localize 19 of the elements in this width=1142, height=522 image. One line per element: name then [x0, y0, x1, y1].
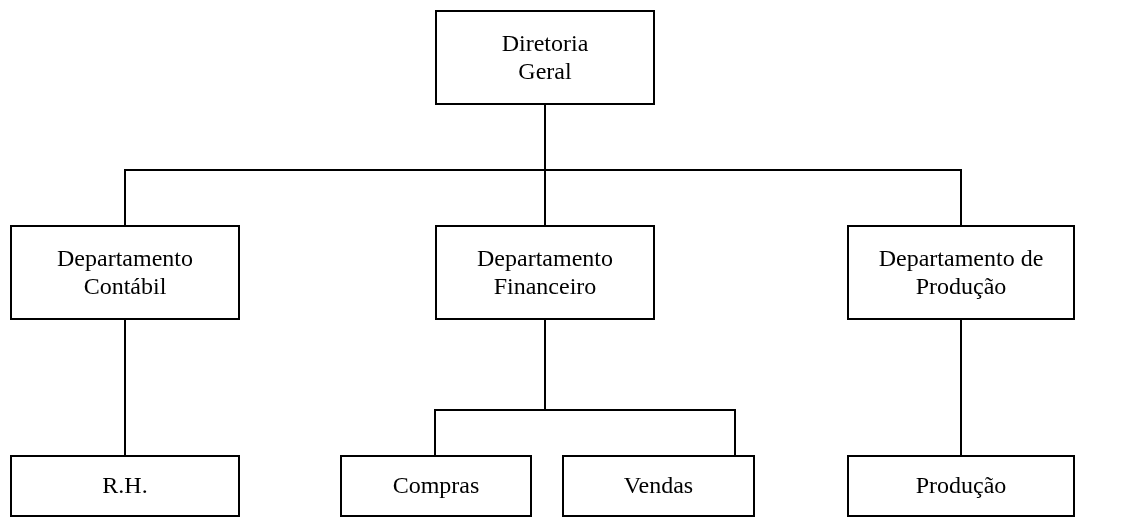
connector-line [960, 319, 962, 456]
org-box [847, 455, 1075, 517]
org-box [10, 225, 240, 320]
org-box [562, 455, 755, 517]
org-box [435, 10, 655, 105]
connector-line [124, 319, 126, 456]
box-label: Produção [915, 472, 1007, 500]
org-box [847, 225, 1075, 320]
org-box [435, 225, 655, 320]
box-label: Diretoria Geral [500, 29, 590, 86]
box-label: Departamento Financeiro [476, 244, 614, 301]
box-label: Departamento Contábil [56, 244, 194, 301]
box-label: Departamento de Produção [877, 244, 1045, 301]
box-label: R.H. [102, 472, 148, 500]
box-label: Vendas [623, 472, 694, 500]
org-box [340, 455, 532, 517]
box-label: Compras [392, 472, 480, 500]
connector-line [544, 319, 736, 456]
org-box [10, 455, 240, 517]
